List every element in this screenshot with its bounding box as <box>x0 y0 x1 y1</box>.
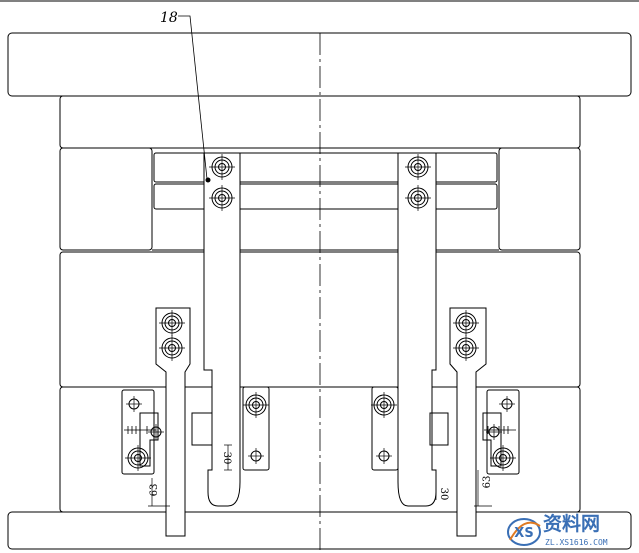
right-long-bar <box>397 152 437 507</box>
left-dim-63-label: 63 <box>149 484 160 497</box>
left-inner-latch <box>191 412 213 446</box>
right-side-block <box>498 147 581 251</box>
left-latch-block <box>139 412 159 467</box>
right-dim-30-label: 30 <box>438 488 449 501</box>
watermark-title: 资料网 <box>543 512 600 535</box>
right-hook-lever <box>449 307 487 537</box>
right-guide-plate <box>371 386 399 471</box>
top-clamp-plate <box>7 32 632 97</box>
lower-slider-strip <box>153 183 498 210</box>
left-long-bar <box>203 152 241 507</box>
left-guide-plate <box>242 386 270 471</box>
left-dimension-63 <box>148 478 170 507</box>
right-dimension-63 <box>474 470 492 507</box>
watermark-logo-icon <box>507 518 541 546</box>
bottom-clamp-plate <box>7 511 632 550</box>
watermark: XS 资料网 ZL.XS1616.COM <box>507 512 608 547</box>
part-callout-18: 18 <box>160 10 178 26</box>
right-latch-block <box>482 412 502 467</box>
left-side-block <box>59 147 153 251</box>
left-dimension-30 <box>224 444 232 471</box>
watermark-url: ZL.XS1616.COM <box>545 538 608 547</box>
callout-leader <box>178 15 208 180</box>
callout-dot <box>205 177 211 183</box>
watermark-logo-letters: XS <box>514 526 533 541</box>
left-dim-30-label: 30 <box>221 452 232 465</box>
right-dim-63-label: 63 <box>482 476 493 489</box>
right-inner-latch <box>429 412 449 446</box>
upper-slider-strip <box>153 152 498 183</box>
left-hook-lever <box>155 307 191 537</box>
left-spring-detail <box>124 426 156 434</box>
